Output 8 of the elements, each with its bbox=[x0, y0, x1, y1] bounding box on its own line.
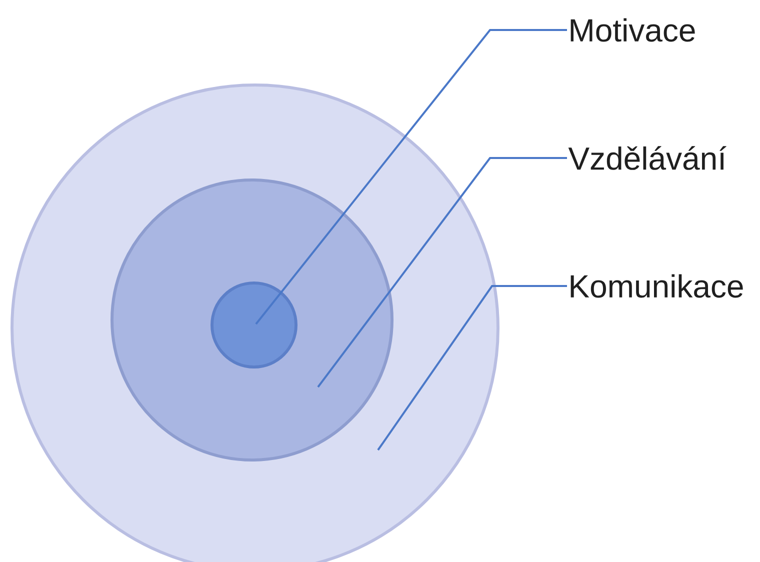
label-text: Vzdělávání bbox=[568, 146, 726, 170]
label-text: Motivace bbox=[570, 18, 695, 42]
label-text: Komunikace bbox=[570, 274, 743, 298]
middle-circle bbox=[110, 178, 394, 462]
leader-line bbox=[317, 157, 567, 388]
inner-circle bbox=[210, 282, 298, 368]
leader-line bbox=[255, 29, 567, 325]
leader-line bbox=[377, 285, 567, 451]
